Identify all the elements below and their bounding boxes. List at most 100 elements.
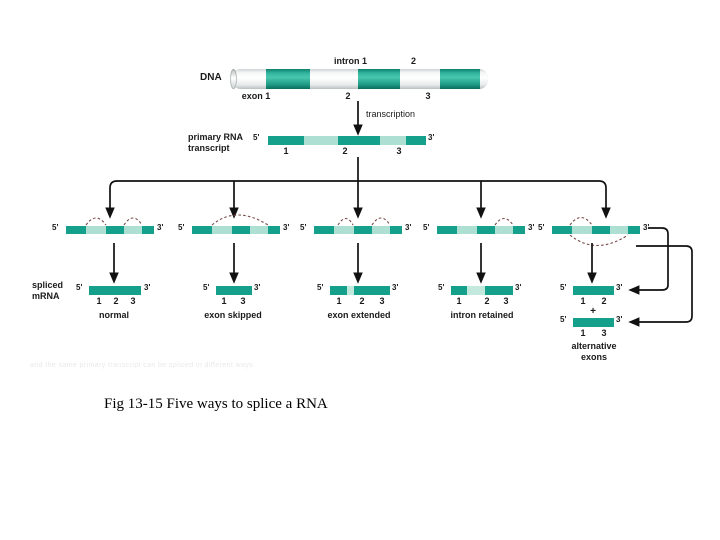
outcome-label-alternative-exons-line2: exons xyxy=(580,352,608,362)
mrna-5b-number-2: 3 xyxy=(601,328,607,338)
mrna-bar-normal xyxy=(89,286,141,295)
splice-arc-5-upper xyxy=(569,216,593,226)
pre5-exon-1 xyxy=(552,226,572,234)
mrna-1-5prime: 5' xyxy=(76,283,83,292)
pre-mrna-bar-exon-extended xyxy=(314,226,402,234)
pre2-exon-2 xyxy=(232,226,250,234)
plus-sign: + xyxy=(590,306,596,317)
spliced-mrna-label-line2: mRNA xyxy=(32,291,60,301)
pre3-intron-2 xyxy=(372,226,390,234)
pre-mrna-5-3prime: 3' xyxy=(643,223,650,232)
mrna-1-3prime: 3' xyxy=(144,283,151,292)
primary-transcript-label-line2: transcript xyxy=(188,143,230,153)
pre5-exon-3 xyxy=(628,226,640,234)
mrna-bar-exon-extended xyxy=(330,286,390,295)
pre4-intron-2 xyxy=(495,226,513,234)
mrna-3-number-2: 2 xyxy=(359,296,365,306)
mrna-5b-3prime: 3' xyxy=(616,315,623,324)
outcome-label-alternative-exons-line1: alternative xyxy=(571,341,617,351)
mrna-4-5prime: 5' xyxy=(438,283,445,292)
dna-segment-exon-3 xyxy=(440,69,480,89)
dna-duplex-bar xyxy=(232,69,488,89)
mrna-5b-5prime: 5' xyxy=(560,315,567,324)
mrna-3-number-1: 1 xyxy=(336,296,342,306)
pre2-exon-3 xyxy=(268,226,280,234)
intron-1-label: intron 1 xyxy=(334,56,367,66)
faint-footer-text: and the same primary transcript can be s… xyxy=(30,362,254,369)
mrna4-exon-1 xyxy=(451,286,467,295)
pre-mrna-1-3prime: 3' xyxy=(157,223,164,232)
splice-arc-3b xyxy=(371,217,391,226)
dna-segment-flank-right xyxy=(480,69,488,89)
pre3-intron-1 xyxy=(334,226,354,234)
transcript-number-3: 3 xyxy=(396,146,402,156)
mrna-4-3prime: 3' xyxy=(515,283,522,292)
transcript-exon-1 xyxy=(268,136,304,145)
pre5-intron-2 xyxy=(610,226,628,234)
primary-transcript-bar xyxy=(268,136,426,145)
exon-3-label: 3 xyxy=(425,91,431,101)
mrna5b-exon-1 xyxy=(573,318,593,327)
pre-mrna-3-5prime: 5' xyxy=(300,223,307,232)
mrna-4-number-3: 3 xyxy=(503,296,509,306)
mrna-2-number-1: 1 xyxy=(221,296,227,306)
dna-segment-exon-1 xyxy=(266,69,310,89)
pre-mrna-5-5prime: 5' xyxy=(538,223,545,232)
pre5-intron-1 xyxy=(572,226,592,234)
pre-mrna-2-3prime: 3' xyxy=(283,223,290,232)
exon-2-label: 2 xyxy=(345,91,351,101)
outcome-label-normal: normal xyxy=(98,310,130,320)
figure-caption: Fig 13-15 Five ways to splice a RNA xyxy=(104,396,328,412)
pre-mrna-bar-exon-skipped xyxy=(192,226,280,234)
pre1-intron-1 xyxy=(86,226,106,234)
mrna-5a-number-1: 1 xyxy=(580,296,586,306)
mrna-5a-5prime: 5' xyxy=(560,283,567,292)
pre2-intron-1 xyxy=(212,226,232,234)
splice-arc-2 xyxy=(211,214,269,226)
splice-arc-1a xyxy=(85,217,107,226)
transcript-intron-2 xyxy=(380,136,406,145)
mrna-1-number-3: 3 xyxy=(130,296,136,306)
pre1-intron-2 xyxy=(124,226,142,234)
alt-exon-connector-lower xyxy=(628,245,693,327)
mrna-bar-alt-exon-b xyxy=(573,318,614,327)
splice-arc-1b xyxy=(123,217,143,226)
splice-arc-3a xyxy=(337,217,354,226)
mrna-bar-exon-skipped xyxy=(216,286,252,295)
pre-mrna-4-3prime: 3' xyxy=(528,223,535,232)
pre4-intron-1 xyxy=(457,226,477,234)
transcription-label: transcription xyxy=(366,109,416,119)
pre-mrna-bar-normal xyxy=(66,226,154,234)
dna-cap-left xyxy=(230,69,237,89)
mrna-2-5prime: 5' xyxy=(203,283,210,292)
outcome-label-exon-extended: exon extended xyxy=(327,310,391,320)
mrna-5a-number-2: 2 xyxy=(601,296,607,306)
transcript-number-1: 1 xyxy=(283,146,289,156)
mrna-2-number-2: 3 xyxy=(240,296,246,306)
mrna3-extended-segment xyxy=(347,286,354,295)
mrna-2-3prime: 3' xyxy=(254,283,261,292)
pre3-exon-1 xyxy=(314,226,334,234)
pre3-exon-2 xyxy=(354,226,372,234)
primary-transcript-5prime: 5' xyxy=(253,133,260,142)
pre5-exon-2 xyxy=(592,226,610,234)
pre-mrna-3-3prime: 3' xyxy=(405,223,412,232)
mrna3-exon-2-3 xyxy=(354,286,390,295)
mrna3-exon-1 xyxy=(330,286,347,295)
dna-segment-intron-2 xyxy=(400,69,440,89)
dna-segment-flank-left xyxy=(232,69,266,89)
transcript-exon-3 xyxy=(406,136,426,145)
mrna5a-exon-2 xyxy=(594,286,614,295)
pre4-exon-2 xyxy=(477,226,495,234)
mrna5b-exon-3 xyxy=(594,318,614,327)
mrna-5a-3prime: 3' xyxy=(616,283,623,292)
pre2-intron-2 xyxy=(250,226,268,234)
pre2-exon-1 xyxy=(192,226,212,234)
mrna4-exon-2-3 xyxy=(485,286,513,295)
mrna-4-number-2: 2 xyxy=(484,296,490,306)
pre-mrna-2-5prime: 5' xyxy=(178,223,185,232)
pre1-exon-3 xyxy=(142,226,154,234)
dna-label: DNA xyxy=(200,72,222,83)
outcome-label-intron-retained: intron retained xyxy=(450,310,514,320)
